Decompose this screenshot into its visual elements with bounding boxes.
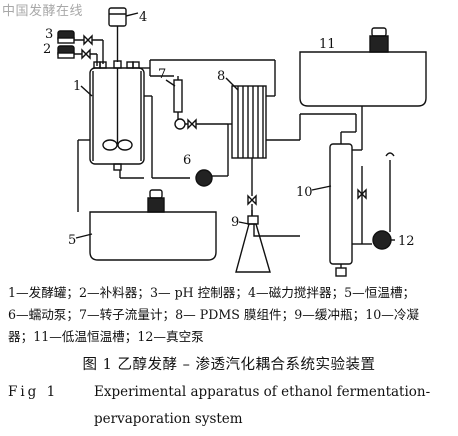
label-2: 2 [43, 42, 51, 57]
figure-caption-cn: 图 1 乙醇发酵 – 渗透汽化耦合系统实验装置 [82, 357, 376, 373]
figure-caption-en: Fig 1 Experimental apparatus of ethanol f… [8, 384, 454, 400]
vacuum-pump [372, 230, 395, 250]
figure-caption-en-line-1: Experimental apparatus of ethanol fermen… [94, 384, 431, 400]
rotameter [150, 75, 228, 130]
ph-valve [83, 34, 93, 46]
watermark: 中国发酵在线 [2, 4, 84, 19]
legend-line-3: 器；11—低温恒温槽；12—真空泵 [8, 329, 204, 344]
label-9: 9 [231, 215, 239, 230]
thermostat-bath [89, 189, 217, 261]
feeder-valve [81, 48, 91, 60]
low-temp-thermostat [299, 27, 427, 107]
condenser [329, 132, 353, 277]
figure-number-en: Fig 1 [8, 384, 59, 400]
label-11: 11 [319, 37, 336, 52]
leader-1 [80, 85, 93, 97]
fermenter [89, 60, 145, 171]
leader-4 [125, 12, 139, 17]
legend: 1—发酵罐；2—补料器；3— pH 控制器；4—磁力搅拌器；5—恒温槽； 6—蠕… [8, 282, 454, 348]
label-8: 8 [217, 69, 225, 84]
label-4: 4 [139, 10, 147, 25]
label-5: 5 [68, 233, 76, 248]
label-1: 1 [73, 79, 81, 94]
magnetic-stirrer-motor [108, 7, 127, 62]
label-3: 3 [45, 27, 53, 42]
label-12: 12 [398, 234, 415, 249]
label-7: 7 [158, 67, 166, 82]
peristaltic-pump [195, 169, 220, 187]
legend-line-2: 6—蠕动泵；7—转子流量计；8— PDMS 膜组件；9—缓冲瓶；10—冷凝 [8, 307, 420, 322]
label-10: 10 [296, 185, 313, 200]
figure-caption-en-line-2: pervaporation system [94, 411, 243, 427]
feeder [57, 45, 75, 59]
label-6: 6 [183, 153, 191, 168]
pdms-membrane-module [231, 85, 267, 159]
apparatus-diagram: 4 3 2 1 [43, 7, 427, 277]
ph-controller [57, 30, 75, 44]
buffer-flask [235, 210, 300, 273]
legend-line-1: 1—发酵罐；2—补料器；3— pH 控制器；4—磁力搅拌器；5—恒温槽； [8, 285, 416, 300]
